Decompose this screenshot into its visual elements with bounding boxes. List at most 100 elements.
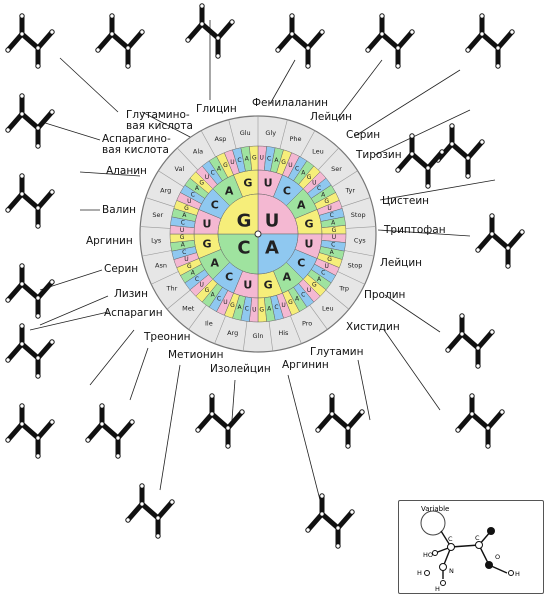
ring3-letter: A: [237, 304, 242, 311]
molecule-sketch: [125, 483, 175, 539]
label-leucine-right: Лейцин: [380, 257, 423, 269]
wheel-divider: [214, 315, 226, 344]
ring3-letter: G: [180, 234, 185, 241]
outer-label-asn: Asn: [155, 262, 167, 270]
ring3-letter: U: [288, 162, 292, 169]
label-glutamine: Глутамин: [310, 346, 364, 358]
inner-letter-a: A: [265, 238, 279, 259]
ring3-letter: U: [260, 155, 264, 162]
outer-label-glu: Glu: [240, 129, 251, 137]
ring2-letter: C: [283, 184, 291, 197]
wheel-divider: [142, 250, 172, 257]
ring3-letter: G: [332, 227, 337, 234]
inset-variable-label: Variable: [421, 505, 449, 513]
ring2-letter: A: [297, 199, 306, 212]
ring3-letter: A: [245, 155, 250, 162]
molecule-sketch: [365, 13, 415, 69]
ring3-GGG: [249, 145, 259, 171]
ring3-letter: G: [199, 179, 204, 186]
ring3-letter: C: [301, 292, 305, 299]
ring2-letter: G: [304, 217, 313, 230]
ring3-letter: C: [321, 270, 325, 277]
ring3-letter: U: [252, 306, 256, 313]
ring3-letter: U: [307, 287, 311, 294]
inset-atom-c1: C: [448, 535, 453, 543]
ring3-letter: G: [223, 162, 228, 169]
wheel-divider: [325, 289, 350, 310]
wheel-divider: [140, 226, 171, 229]
outer-label-leu: Leu: [312, 147, 324, 155]
inset-atom-c2: C: [475, 534, 480, 542]
wheel-divider: [341, 197, 371, 208]
ring3-letter: C: [182, 249, 186, 256]
ring2-letter: G: [202, 238, 211, 251]
ring2-letter: A: [225, 184, 234, 197]
label-serine-left: Серин: [104, 263, 139, 275]
ring3-letter: A: [217, 165, 222, 172]
ring3-letter: C: [267, 155, 271, 162]
ring2-letter: U: [264, 176, 273, 189]
molecule-sketch: [195, 393, 245, 449]
ring3-letter: G: [327, 256, 332, 263]
outer-label-gly: Gly: [265, 129, 276, 137]
ring3-letter: U: [205, 174, 209, 181]
outer-label-phe: Phe: [290, 135, 302, 143]
ring3-letter: G: [187, 263, 192, 270]
ring3-letter: U: [332, 234, 336, 241]
outer-label-met: Met: [182, 304, 195, 312]
label-asparagine: Аспарагин: [104, 307, 163, 319]
ring3-letter: U: [230, 159, 234, 166]
molecule-sketch: [315, 393, 365, 449]
ring3-letter: G: [281, 159, 286, 166]
molecule-sketch: [5, 403, 55, 459]
wheel-divider: [177, 147, 198, 171]
ring3-letter: U: [184, 256, 188, 263]
label-leucine-top: Лейцин: [310, 111, 353, 123]
inner-quadrant-G: [217, 193, 259, 235]
ring3-letter: A: [317, 276, 322, 283]
ring2-letter: C: [225, 271, 233, 284]
generic-amino-acid-inset: Variable C C HO N O H H H: [398, 500, 544, 594]
wheel-divider: [318, 147, 339, 171]
ring3-letter: U: [223, 299, 227, 306]
label-lysine: Лизин: [114, 288, 148, 300]
inset-atom-h2: H: [435, 585, 440, 593]
molecule-sketch: [85, 403, 135, 459]
leader-lines: [29, 20, 496, 501]
ring3-letter: C: [181, 219, 185, 226]
wheel-divider: [228, 119, 237, 149]
generic-structure-drawing: Variable C C HO N O H H H: [417, 505, 520, 593]
molecule-sketch: [5, 323, 55, 379]
ring3-letter: G: [324, 198, 329, 205]
label-glycine: Глицин: [196, 103, 237, 115]
label-aspartic-acid: Аспарагино- вая кислота: [102, 133, 171, 156]
molecule-sketch: [185, 3, 235, 59]
ring3-letter: U: [199, 282, 203, 289]
ring3-letter: G: [252, 155, 257, 162]
outer-label-stop: Stop: [348, 262, 363, 270]
wheel-divider: [344, 250, 374, 257]
ring3-letter: C: [331, 242, 335, 249]
ring3-letter: A: [295, 296, 300, 303]
label-cysteine: Цистеин: [382, 195, 430, 207]
ring3-letter: A: [274, 157, 279, 164]
ring3-letter: G: [184, 205, 189, 212]
ring2-letter: U: [243, 279, 252, 292]
inset-atom-h3: H: [515, 570, 520, 578]
ring3-letter: U: [312, 179, 316, 186]
inner-letter-g: G: [237, 211, 252, 232]
ring3-letter: C: [330, 212, 334, 219]
wheel-hub: [254, 230, 262, 238]
molecule-sketch: [5, 173, 55, 229]
ring3-letter: A: [195, 185, 200, 192]
wheel-divider: [332, 170, 358, 188]
outer-label-val: Val: [175, 165, 185, 173]
ring3-letter: U: [180, 227, 184, 234]
outer-label-stop: Stop: [351, 211, 366, 219]
wheel-divider: [345, 226, 376, 229]
ring3-letter: G: [307, 174, 312, 181]
ring3-letter: G: [288, 299, 293, 306]
wheel-divider: [158, 170, 184, 188]
ring2-letter: U: [203, 217, 212, 230]
ring3-letter: A: [301, 169, 306, 176]
